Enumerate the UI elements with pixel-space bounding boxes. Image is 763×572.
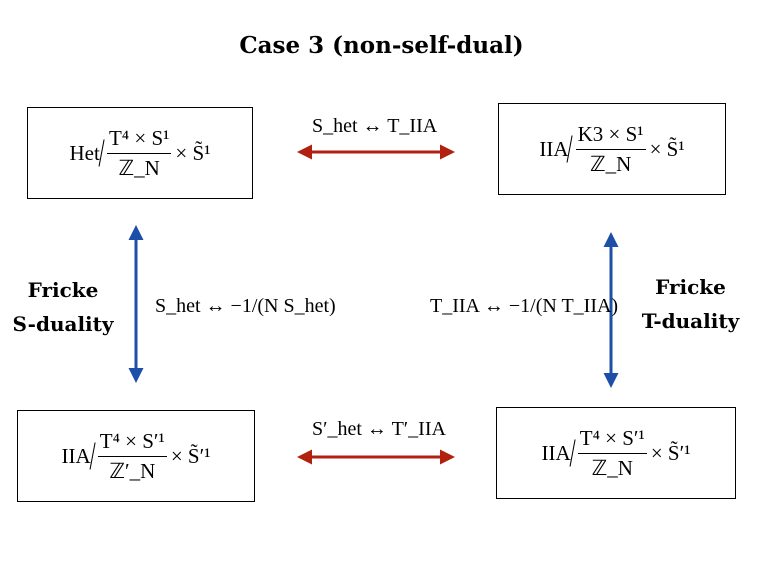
fraction-numerator: K3 × S¹ xyxy=(575,122,646,150)
relation-left: S_het ↔ −1/(N S_het) xyxy=(155,295,336,317)
box-iia-bottom-right: IIA / T⁴ × S′¹ ℤ_N × S̃′¹ xyxy=(496,407,736,499)
side-label-left: Fricke S-duality xyxy=(8,273,118,341)
box-prefix: IIA xyxy=(541,440,571,465)
box-iia-bottom-left: IIA / T⁴ × S′¹ ℤ′_N × S̃′¹ xyxy=(17,410,255,502)
side-label-line: T-duality xyxy=(641,309,740,333)
box-suffix: × S̃¹ xyxy=(175,140,211,165)
fraction-denominator: ℤ_N xyxy=(118,155,160,180)
fraction-denominator: ℤ_N xyxy=(589,151,632,176)
side-label-line: Fricke xyxy=(655,275,726,299)
box-suffix: × S̃′¹ xyxy=(650,440,691,465)
quotient-fraction: K3 × S¹ ℤ_N xyxy=(575,122,646,177)
box-iia-top-right: IIA / K3 × S¹ ℤ_N × S̃¹ xyxy=(498,103,726,195)
fraction-denominator: ℤ′_N xyxy=(109,458,156,483)
box-prefix: Het xyxy=(69,140,100,165)
box-prefix: IIA xyxy=(539,136,569,161)
quotient-fraction: T⁴ × S′¹ ℤ′_N xyxy=(97,429,167,484)
quotient-slash: / xyxy=(89,433,96,478)
box-suffix: × S̃′¹ xyxy=(170,443,211,468)
side-label-right: Fricke T-duality xyxy=(633,270,748,338)
box-prefix: IIA xyxy=(61,443,91,468)
quotient-slash: / xyxy=(569,430,576,475)
relation-bottom: S′_het ↔ T′_IIA xyxy=(312,418,446,440)
side-label-line: Fricke xyxy=(27,278,99,302)
relation-top: S_het ↔ T_IIA xyxy=(312,115,438,137)
fraction-numerator: T⁴ × S′¹ xyxy=(577,426,647,454)
relation-right: T_IIA ↔ −1/(N T_IIA) xyxy=(430,295,619,317)
fraction-numerator: T⁴ × S′¹ xyxy=(97,429,167,457)
quotient-fraction: T⁴ × S′¹ ℤ_N xyxy=(577,426,647,481)
fraction-denominator: ℤ_N xyxy=(591,455,633,480)
quotient-slash: / xyxy=(98,130,105,175)
quotient-fraction: T⁴ × S¹ ℤ_N xyxy=(106,126,172,181)
fraction-numerator: T⁴ × S¹ xyxy=(106,126,172,154)
quotient-slash: / xyxy=(566,126,574,171)
side-label-line: S-duality xyxy=(12,312,114,336)
diagram-title: Case 3 (non-self-dual) xyxy=(239,32,524,59)
box-suffix: × S̃¹ xyxy=(649,136,685,161)
box-het-top-left: Het / T⁴ × S¹ ℤ_N × S̃¹ xyxy=(27,107,253,199)
